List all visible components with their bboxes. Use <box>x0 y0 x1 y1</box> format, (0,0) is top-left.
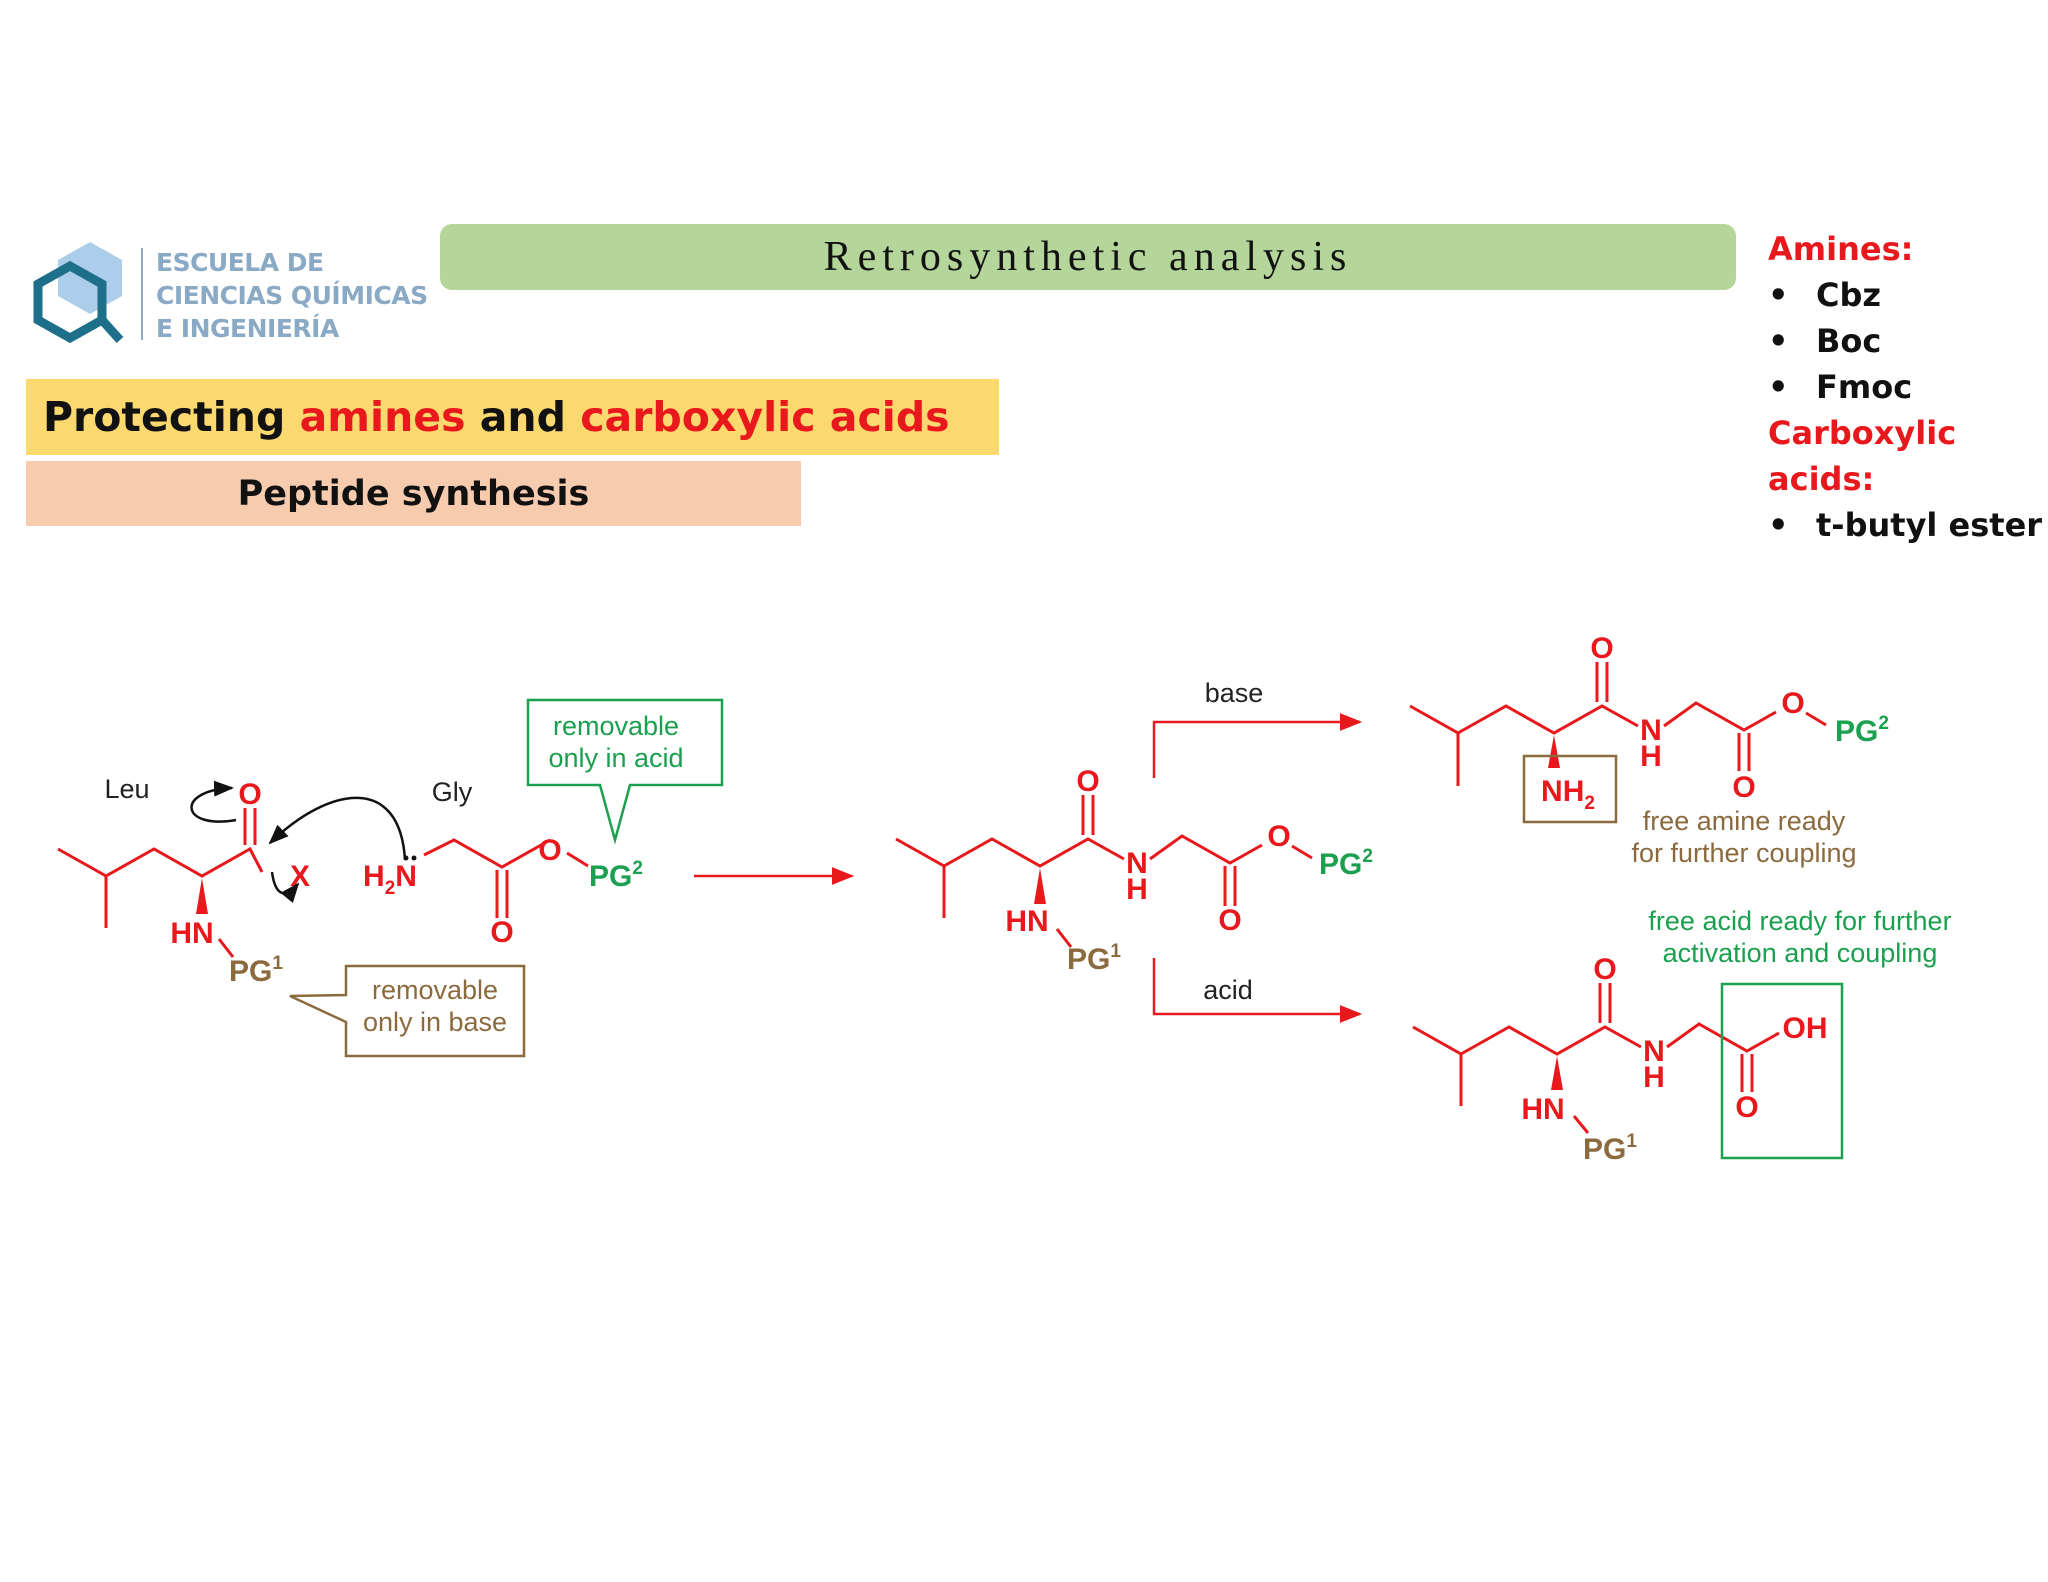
acid-product-pg1: PG1 <box>1583 1131 1637 1166</box>
acid-branch-arrow-icon <box>1152 958 1363 1023</box>
amine-pg-item: Fmoc <box>1768 364 2048 410</box>
amine-product-pg2: PG2 <box>1835 713 1889 748</box>
logo-line-3: E INGENIERÍA <box>156 314 339 343</box>
dipeptide-pg2: PG2 <box>1319 846 1373 881</box>
header-banner: Retrosynthetic analysis <box>440 224 1736 290</box>
amine-pg-item: Boc <box>1768 318 2048 364</box>
page-title: Protecting amines and carboxylic acids <box>26 379 999 455</box>
page-subtitle: Peptide synthesis <box>26 461 801 526</box>
logo-text: ESCUELA DE CIENCIAS QUÍMICAS E INGENIERÍ… <box>156 246 428 345</box>
curved-arrow-icon <box>270 871 300 904</box>
base-branch-arrow-icon <box>1152 713 1363 778</box>
gly-label: Gly <box>432 777 473 807</box>
protecting-group-list: Amines: Cbz Boc Fmoc Carboxylic acids: t… <box>1768 226 2048 548</box>
amine-product-amide-o: O <box>1590 632 1613 665</box>
acid-callout-line-1: removable <box>553 711 679 741</box>
gly-pg2: PG2 <box>589 858 643 893</box>
dipeptide-amide-h: H <box>1126 873 1148 906</box>
gly-carbonyl-o: O <box>490 916 513 949</box>
free-amine-product: O N H O O PG2 NH2 free amine ready for f… <box>1409 632 1889 868</box>
base-callout-line-2: only in base <box>363 1007 507 1037</box>
title-part-1: Protecting <box>43 393 300 441</box>
acid-product-hn: HN <box>1521 1093 1564 1126</box>
acid-pg-item: t-butyl ester <box>1768 502 2048 548</box>
reagent-acid: acid <box>1203 975 1253 1005</box>
leucine-reactant: O X HN PG1 Leu <box>57 774 407 988</box>
gly-h2n: H2N <box>363 860 417 899</box>
acid-note-line-1: free acid ready for further <box>1648 906 1951 936</box>
dipeptide-carbonyl-o: O <box>1218 904 1241 937</box>
amine-pg-item: Cbz <box>1768 272 2048 318</box>
amine-product-carbonyl-o: O <box>1732 771 1755 804</box>
amine-note-line-2: for further coupling <box>1631 838 1856 868</box>
amine-product-ester-o: O <box>1781 687 1804 720</box>
acid-note-line-2: activation and coupling <box>1663 938 1938 968</box>
dipeptide-hn: HN <box>1005 905 1048 938</box>
logo-line-1: ESCUELA DE <box>156 248 324 277</box>
leu-pg1: PG1 <box>229 953 283 988</box>
base-callout: removable only in base <box>289 964 526 1058</box>
amines-heading: Amines: <box>1768 230 1914 268</box>
leu-carbonyl-o: O <box>238 778 261 811</box>
curved-arrow-icon <box>268 796 407 861</box>
glycine-reactant: H2N O O PG2 Gly <box>363 777 643 949</box>
free-acid-oh: OH <box>1783 1012 1828 1045</box>
amine-note-line-1: free amine ready <box>1643 806 1846 836</box>
dipeptide-ester-o: O <box>1267 820 1290 853</box>
acid-product-carbonyl-o: O <box>1735 1091 1758 1124</box>
acid-product-amide-o: O <box>1593 953 1616 986</box>
acid-callout-line-2: only in acid <box>548 743 683 773</box>
dipeptide-amide-o: O <box>1076 765 1099 798</box>
leu-hn: HN <box>170 917 213 950</box>
dipeptide-amide-n: N <box>1126 847 1148 880</box>
amine-product-amide-h: H <box>1640 740 1662 773</box>
curved-arrow-icon <box>190 780 237 823</box>
leu-label: Leu <box>104 774 149 804</box>
acid-product-amide-n: N <box>1643 1035 1665 1068</box>
logo-line-2: CIENCIAS QUÍMICAS <box>156 281 428 310</box>
acid-callout: removable only in acid <box>526 698 724 845</box>
acids-heading: Carboxylic acids: <box>1768 414 1957 498</box>
title-part-3: and <box>465 393 581 441</box>
amine-product-amide-n: N <box>1640 714 1662 747</box>
free-nh2: NH2 <box>1541 775 1595 814</box>
free-acid-product: O N H OH O HN PG1 <box>1412 953 1844 1166</box>
dipeptide-pg1: PG1 <box>1067 941 1121 976</box>
base-callout-line-1: removable <box>372 975 498 1005</box>
protected-dipeptide: O N H O O PG2 HN PG1 <box>895 765 1373 976</box>
title-amines: amines <box>299 393 466 441</box>
gly-ester-o: O <box>538 834 561 867</box>
acid-product-amide-h: H <box>1643 1061 1665 1094</box>
title-carboxylic-acids: carboxylic acids <box>580 393 950 441</box>
school-logo <box>33 242 143 344</box>
reagent-base: base <box>1205 678 1264 708</box>
hexagon-logo-icon <box>33 242 143 344</box>
